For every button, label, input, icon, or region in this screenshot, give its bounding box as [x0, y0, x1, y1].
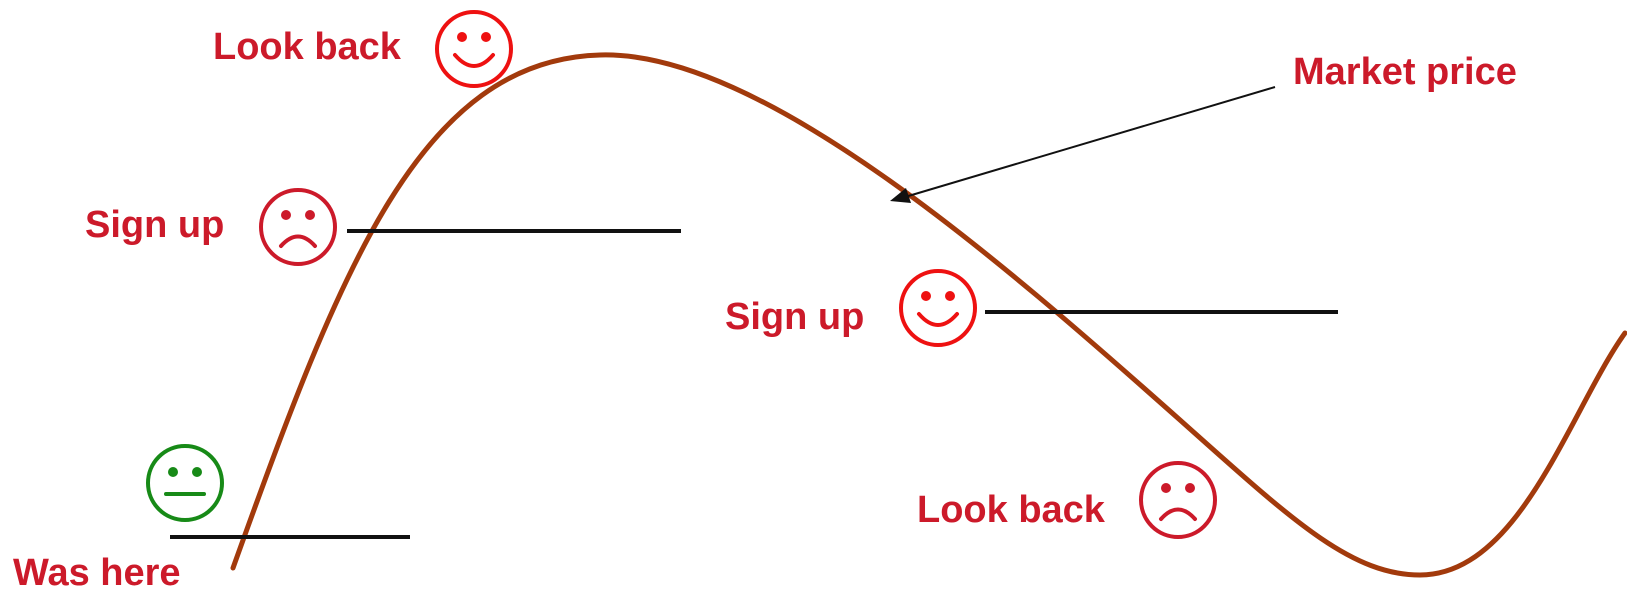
look-back-top-label: Look back — [213, 26, 401, 68]
arrowhead-icon — [890, 188, 911, 203]
neutral-face-icon — [146, 444, 224, 522]
sad-face-icon — [259, 188, 337, 266]
market-price-label: Market price — [1293, 51, 1517, 93]
market-price-arrow — [904, 86, 1276, 198]
was-here-label: Was here — [13, 552, 181, 594]
sign-up-left-label: Sign up — [85, 204, 225, 246]
market-price-curve — [230, 52, 1627, 578]
look-back-bottom-label: Look back — [917, 489, 1105, 531]
sad-face-icon — [1139, 461, 1217, 539]
sign-up-mid-label: Sign up — [725, 296, 865, 338]
happy-face-icon — [435, 10, 513, 88]
happy-face-icon — [899, 269, 977, 347]
